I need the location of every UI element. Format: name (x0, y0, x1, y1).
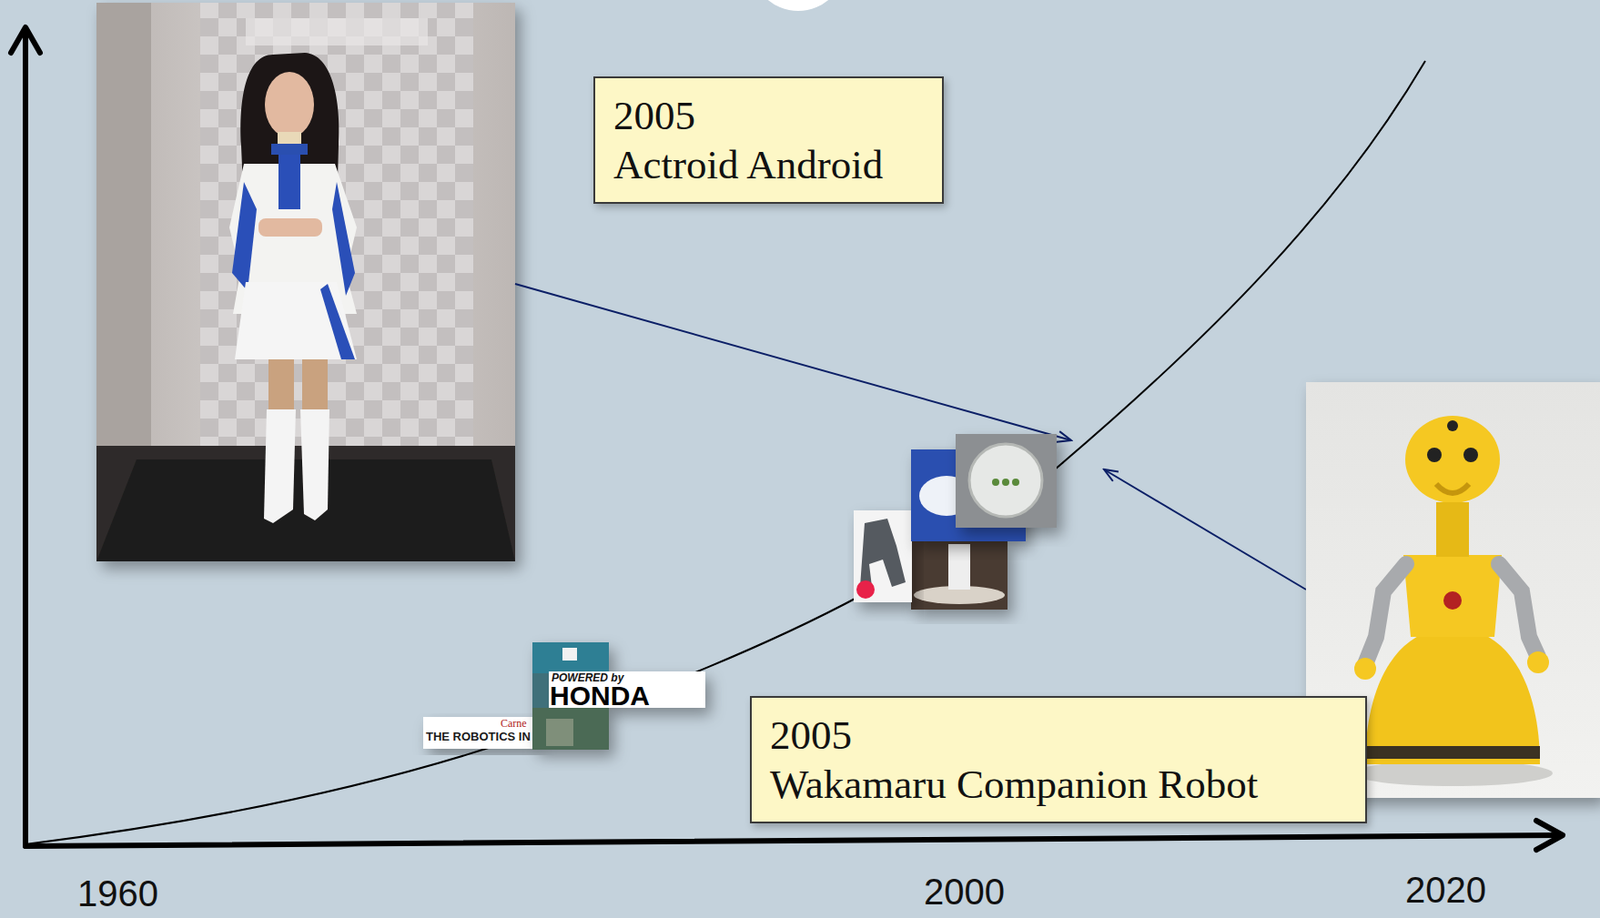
axis-year: 2000 (923, 871, 1005, 912)
leader-arrow (515, 283, 1072, 441)
aibo-photo (853, 510, 912, 603)
robot-name: Wakamaru Companion Robot (769, 759, 1349, 810)
actroid-photo (96, 2, 516, 562)
logo-text: HONDA (549, 680, 650, 711)
axis-year: 1960 (77, 873, 159, 914)
honda-photo (532, 642, 706, 750)
caption-box: 2005Wakamaru Companion Robot (749, 696, 1368, 824)
roomba-photo (955, 434, 1057, 528)
year-text: 2005 (769, 710, 1349, 760)
leader-arrow (1103, 469, 1307, 590)
asimo-photo (911, 540, 1008, 610)
robot-name: Actroid Android (613, 140, 926, 190)
logo-text: THE ROBOTICS IN (425, 730, 531, 744)
caption-box: 2005Actroid Android (593, 76, 944, 204)
logo-text: Carne (500, 718, 527, 730)
year-text: 2005 (613, 91, 926, 141)
axis-year: 2020 (1405, 870, 1487, 911)
robotics-institute-logo (423, 717, 537, 750)
top-circle (750, 0, 846, 11)
